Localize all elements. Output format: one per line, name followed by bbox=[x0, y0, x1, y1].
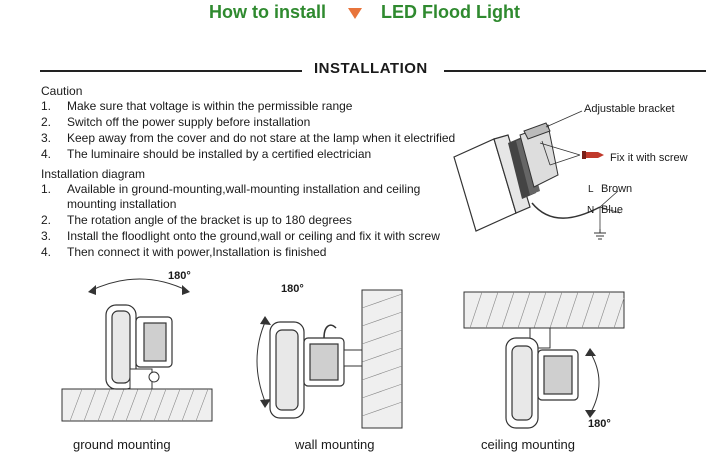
power-cable bbox=[531, 202, 601, 219]
callout-blue-wire: Blue bbox=[601, 204, 624, 216]
rotation-arc bbox=[256, 319, 267, 405]
ceiling-mounting-illustration bbox=[463, 291, 625, 429]
section-title: INSTALLATION bbox=[314, 60, 428, 77]
callout-l-letter: L bbox=[588, 184, 594, 195]
item-number: 3. bbox=[41, 229, 52, 243]
header-product-name: LED Flood Light bbox=[381, 2, 520, 22]
wall-mounting-illustration bbox=[256, 289, 403, 429]
header-how-to-install: How to install bbox=[209, 2, 326, 22]
item-text-continued: mounting installation bbox=[67, 197, 177, 211]
page-header: How to install LED Flood Light bbox=[0, 0, 718, 30]
ground-hatch bbox=[69, 388, 209, 422]
callout-fix-with-screw: Fix it with screw bbox=[610, 152, 688, 164]
ground-angle-label: 180° bbox=[168, 270, 191, 282]
item-text: Keep away from the cover and do not star… bbox=[67, 131, 456, 145]
item-text: Make sure that voltage is within the per… bbox=[67, 99, 353, 113]
ground-icon bbox=[594, 229, 606, 240]
item-number: 1. bbox=[41, 99, 52, 113]
item-number: 2. bbox=[41, 115, 52, 129]
floodlight-body bbox=[269, 321, 345, 419]
floodlight-wiring-diagram bbox=[453, 110, 621, 240]
item-number: 3. bbox=[41, 131, 52, 145]
item-text: Install the floodlight onto the ground,w… bbox=[67, 229, 440, 243]
section-rule-right bbox=[444, 70, 706, 72]
floodlight-body bbox=[105, 304, 173, 390]
ceiling-hatch bbox=[469, 291, 625, 329]
item-text: The rotation angle of the bracket is up … bbox=[67, 213, 352, 227]
item-text: Switch off the power supply before insta… bbox=[67, 115, 311, 129]
item-text: Then connect it with power,Installation … bbox=[67, 245, 327, 259]
ground-mounting-illustration bbox=[61, 278, 213, 422]
item-number: 4. bbox=[41, 147, 52, 161]
caption-ceiling-mounting: ceiling mounting bbox=[481, 437, 575, 452]
section-rule-left bbox=[40, 70, 302, 72]
caution-list: 1. Make sure that voltage is within the … bbox=[0, 99, 470, 163]
diagram-heading: Installation diagram bbox=[41, 167, 146, 181]
callout-adjustable-bracket: Adjustable bracket bbox=[584, 103, 675, 115]
item-text: Available in ground-mounting,wall-mounti… bbox=[67, 182, 421, 196]
wall-surface bbox=[361, 289, 403, 429]
wall-hatch bbox=[361, 293, 403, 417]
rotation-arc bbox=[89, 278, 189, 292]
item-number: 4. bbox=[41, 245, 52, 259]
caption-ground-mounting: ground mounting bbox=[73, 437, 171, 452]
rotation-arc bbox=[589, 351, 600, 415]
screw-icon bbox=[582, 151, 604, 159]
item-number: 2. bbox=[41, 213, 52, 227]
item-number: 1. bbox=[41, 182, 52, 196]
item-text: The luminaire should be installed by a c… bbox=[67, 147, 372, 161]
callout-n-letter: N bbox=[587, 205, 595, 216]
triangle-down-icon bbox=[348, 8, 362, 19]
diagram-list: 1. Available in ground-mounting,wall-mou… bbox=[0, 182, 470, 262]
caption-wall-mounting: wall mounting bbox=[295, 437, 375, 452]
callout-brown-wire: Brown bbox=[601, 183, 633, 195]
wall-angle-label: 180° bbox=[281, 283, 304, 295]
ground-surface bbox=[61, 388, 213, 422]
ceiling-angle-label: 180° bbox=[588, 418, 611, 430]
caution-heading: Caution bbox=[41, 84, 83, 98]
floodlight-body bbox=[505, 337, 579, 429]
